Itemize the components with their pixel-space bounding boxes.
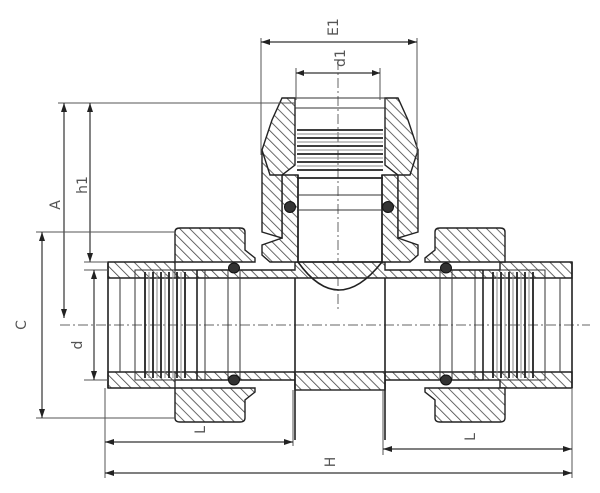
label-h1: h1 (75, 176, 91, 194)
dimension-l-left (104, 388, 294, 478)
label-d1: d1 (333, 49, 349, 67)
branch-body (261, 174, 419, 291)
branch-grip-ring (297, 129, 383, 211)
branch-compression-nut (261, 97, 419, 239)
left-o-ring (227, 262, 241, 386)
right-grip-ring (474, 262, 573, 388)
dimension-d (84, 269, 108, 381)
dimension-c (36, 231, 175, 419)
label-a: A (48, 200, 64, 210)
label-d: d (70, 341, 86, 350)
dimension-h (105, 470, 572, 476)
dimension-e1 (260, 38, 418, 155)
dimension-l-right (382, 388, 573, 478)
right-o-ring (439, 262, 453, 386)
label-c: C (14, 320, 30, 330)
center-lines (60, 60, 590, 326)
right-compression-nut (424, 227, 506, 423)
label-h: H (323, 457, 339, 468)
label-l-left: L (193, 426, 209, 434)
label-e1: E1 (326, 18, 342, 36)
left-grip-ring (107, 262, 206, 388)
label-l-right: L (463, 433, 479, 441)
left-compression-nut (174, 227, 256, 423)
dimension-h1 (84, 103, 108, 263)
dimension-a (58, 102, 295, 318)
branch-o-ring (284, 201, 394, 213)
dimension-d1 (295, 68, 381, 100)
